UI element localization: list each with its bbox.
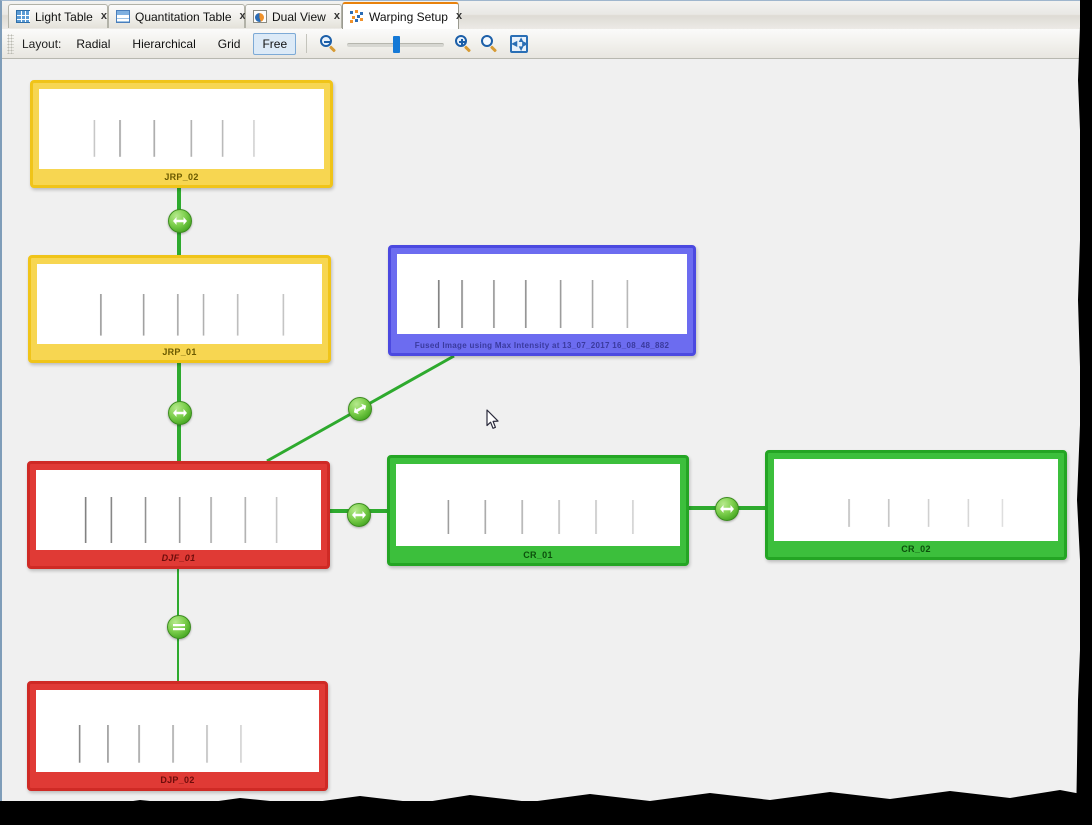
node-label: CR_02 <box>901 544 931 554</box>
window-right-edge <box>1076 0 1092 825</box>
graph-node-djp02[interactable]: DJP_02 <box>27 681 328 791</box>
tab-light-table[interactable]: Light Table x <box>8 4 108 28</box>
layout-hierarchical-button[interactable]: Hierarchical <box>132 36 196 51</box>
tab-quantitation-table[interactable]: Quantitation Table x <box>108 4 246 28</box>
edge-badge-double-arrow[interactable] <box>347 503 371 527</box>
zoom-actual-size-icon[interactable] <box>478 33 500 55</box>
table-icon <box>116 10 130 23</box>
layout-free-button[interactable]: Free <box>253 32 297 55</box>
toolbar-grip[interactable] <box>7 33 14 54</box>
layout-label: Layout: <box>22 36 62 51</box>
scatter-squares-icon <box>350 10 364 23</box>
graph-node-cr02[interactable]: CR_02 <box>765 450 1067 560</box>
graph-node-cr01[interactable]: CR_01 <box>387 455 689 566</box>
window-shell: Light Table x Quantitation Table x Dual … <box>0 0 1080 801</box>
layout-radial-button[interactable]: Radial <box>76 36 111 51</box>
tab-warping-setup[interactable]: Warping Setup x <box>342 2 463 29</box>
node-thumbnail <box>36 690 319 772</box>
graph-node-jrp01[interactable]: JRP_01 <box>28 255 331 363</box>
node-label: DJF_01 <box>161 553 196 563</box>
grid-icon <box>16 10 30 23</box>
tab-dual-view[interactable]: Dual View x <box>245 4 342 28</box>
zoom-out-icon[interactable] <box>317 33 339 55</box>
node-label: Fused Image using Max Intensity at 13_07… <box>414 340 670 350</box>
tab-strip: Light Table x Quantitation Table x Dual … <box>2 1 1080 30</box>
node-thumbnail <box>396 464 680 546</box>
tab-label: Dual View <box>272 9 326 24</box>
node-label: DJP_02 <box>160 775 195 785</box>
warping-graph-canvas[interactable]: JRP_02 JRP_01 Fused Image using Max Inte… <box>2 59 1080 801</box>
toolbar-separator <box>306 34 308 53</box>
edge-badge-double-arrow[interactable] <box>715 497 739 521</box>
graph-node-jrp02[interactable]: JRP_02 <box>30 80 333 188</box>
node-thumbnail <box>37 264 322 344</box>
fit-to-window-icon[interactable]: ▲ ▼ ◀ ▶ <box>510 34 529 53</box>
edge-badge-double-arrow[interactable] <box>168 401 192 425</box>
tab-label: Light Table <box>35 9 93 24</box>
window-torn-bottom-edge <box>0 790 1092 825</box>
tab-label: Warping Setup <box>369 9 448 24</box>
zoom-in-icon[interactable] <box>452 33 474 55</box>
node-label: JRP_02 <box>164 172 199 182</box>
zoom-slider[interactable] <box>347 34 445 54</box>
edge-badge-double-arrow[interactable] <box>168 209 192 233</box>
pie-icon <box>253 10 267 23</box>
node-label: CR_01 <box>523 550 553 560</box>
layout-grid-button[interactable]: Grid <box>217 36 241 51</box>
tab-label: Quantitation Table <box>135 9 232 24</box>
edge-badge-equals[interactable] <box>167 615 191 639</box>
node-label: JRP_01 <box>162 347 197 357</box>
node-thumbnail <box>36 470 321 550</box>
tab-close-icon[interactable]: x <box>333 10 340 22</box>
tab-close-icon[interactable]: x <box>455 10 463 22</box>
tab-close-icon[interactable]: x <box>100 10 107 22</box>
tab-close-icon[interactable]: x <box>239 10 246 22</box>
zoom-slider-knob[interactable] <box>393 35 401 53</box>
node-thumbnail <box>774 459 1058 541</box>
layout-toolbar: Layout: Radial Hierarchical Grid Free <box>2 29 1080 59</box>
edge-badge-double-arrow[interactable] <box>348 397 372 421</box>
graph-node-fused-image[interactable]: Fused Image using Max Intensity at 13_07… <box>388 245 696 356</box>
node-thumbnail <box>397 254 687 334</box>
mouse-pointer-icon <box>486 409 499 429</box>
graph-node-djf01[interactable]: DJF_01 <box>27 461 330 569</box>
node-thumbnail <box>39 89 324 169</box>
